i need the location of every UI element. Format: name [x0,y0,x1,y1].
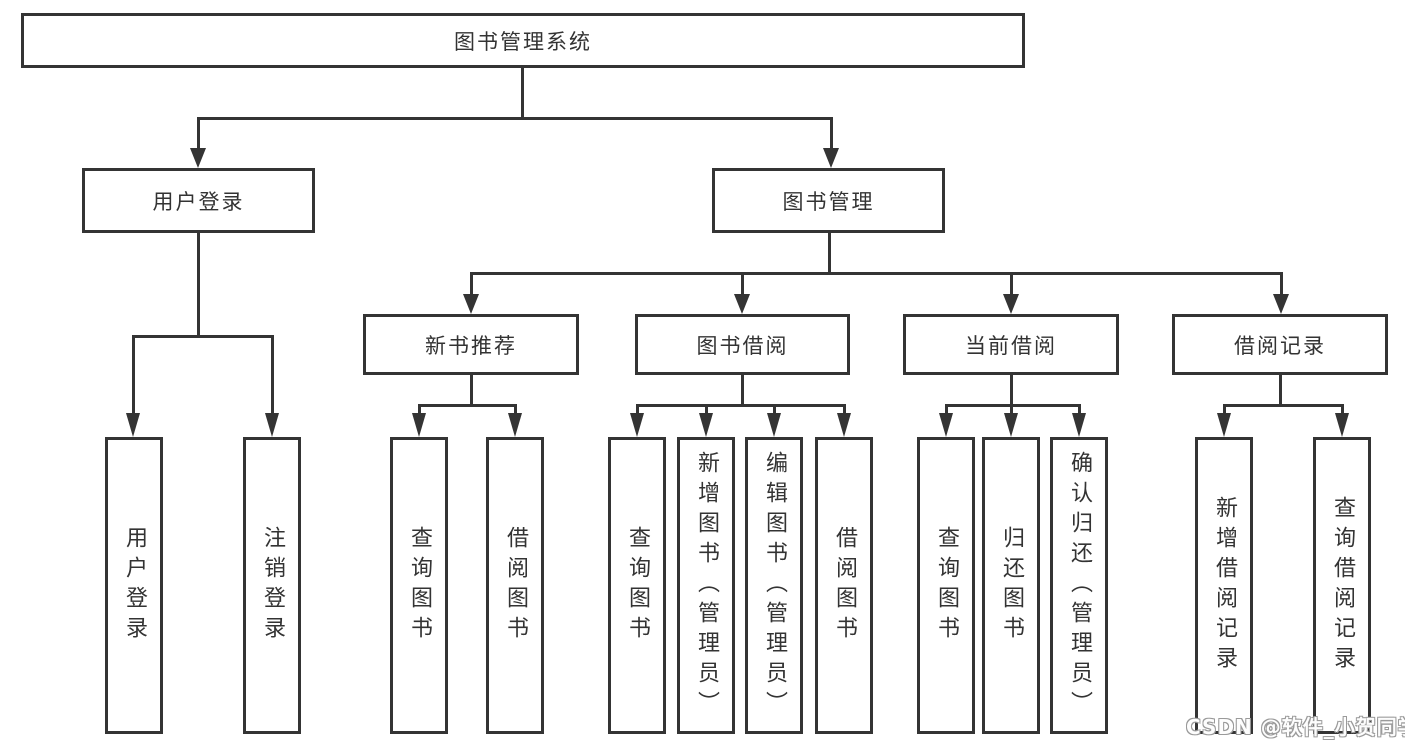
node-user-login: 用户登录 [82,168,315,233]
arrowhead-login-leaf1 [126,413,140,437]
connector-book-mgmt-drop [830,117,833,151]
connector-current-borrow-drop [1010,272,1013,298]
node-new-books: 新书推荐 [363,314,579,375]
leaf-bb-add-books-admin: 新增图书（管理员） [677,437,735,734]
leaf-bb-add-books-admin-label: 新增图书（管理员） [694,450,719,721]
leaf-br-query-record: 查询借阅记录 [1313,437,1371,734]
connector-cb-leaf3-drop [1078,404,1081,416]
leaf-cb-return-books: 归还图书 [982,437,1040,734]
arrowhead-book-borrow [734,294,750,314]
connector-nb-leaf2-drop [514,404,517,416]
arrowhead-user-login [190,148,206,168]
leaf-nb-borrow-books-label: 借阅图书 [503,525,528,646]
node-borrow-records: 借阅记录 [1172,314,1388,375]
leaf-bb-borrow-books-label: 借阅图书 [832,525,857,646]
connector-nb-leaf1-drop [418,404,421,416]
connector-login-leaf1-drop [132,335,135,415]
leaf-bb-edit-books-admin-label: 编辑图书（管理员） [762,450,787,721]
node-book-mgmt-label: 图书管理 [782,189,875,214]
connector-book-borrow-drop [741,272,744,298]
node-root-label: 图书管理系统 [454,29,592,54]
leaf-bb-edit-books-admin: 编辑图书（管理员） [745,437,803,734]
connector-new-books-drop [470,272,473,298]
arrowhead-br-leaf2 [1335,413,1349,437]
node-new-books-label: 新书推荐 [425,333,517,358]
leaf-nb-query-books: 查询图书 [390,437,448,734]
arrowhead-borrow-records [1273,294,1289,314]
connector-book-borrow-stem [741,375,744,406]
leaf-bb-query-books: 查询图书 [608,437,666,734]
connector-new-books-stem [470,375,473,406]
leaf-logout-label: 注销登录 [260,525,285,646]
leaf-br-add-record-label: 新增借阅记录 [1212,495,1237,676]
node-current-borrow-label: 当前借阅 [965,333,1057,358]
connector-bb-leaf3-drop [773,404,776,416]
connector-user-login-stem [197,233,200,337]
connector-new-books-group-horizontal [418,404,517,407]
node-current-borrow: 当前借阅 [903,314,1119,375]
connector-user-login-horizontal [132,335,274,338]
connector-br-leaf1-drop [1223,404,1226,416]
arrowhead-nb-leaf2 [508,413,522,437]
arrowhead-bb-leaf3 [767,413,781,437]
node-book-borrow-label: 图书借阅 [696,333,789,358]
connector-book-mgmt-stem [828,233,831,274]
arrowhead-br-leaf1 [1217,413,1231,437]
leaf-logout: 注销登录 [243,437,301,734]
leaf-br-query-record-label: 查询借阅记录 [1330,495,1355,676]
connector-book-mgmt-horizontal [470,272,1283,275]
arrowhead-bb-leaf1 [630,413,644,437]
leaf-br-add-record: 新增借阅记录 [1195,437,1253,734]
arrowhead-cb-leaf3 [1072,413,1086,437]
arrowhead-new-books [463,294,479,314]
arrowhead-nb-leaf1 [412,413,426,437]
connector-root-horizontal [197,117,833,120]
connector-br-leaf2-drop [1341,404,1344,416]
leaf-nb-query-books-label: 查询图书 [407,525,432,646]
leaf-user-login: 用户登录 [105,437,163,734]
leaf-cb-return-books-label: 归还图书 [999,525,1024,646]
arrowhead-cb-leaf1 [939,413,953,437]
leaf-cb-confirm-return-admin-label: 确认归还（管理员） [1067,450,1092,721]
leaf-nb-borrow-books: 借阅图书 [486,437,544,734]
node-root: 图书管理系统 [21,13,1025,68]
arrowhead-cb-leaf2 [1004,413,1018,437]
arrowhead-current-borrow [1003,294,1019,314]
arrowhead-bb-leaf4 [837,413,851,437]
connector-current-borrow-group-horizontal [945,404,1081,407]
connector-borrow-records-stem [1279,375,1282,406]
connector-cb-leaf1-drop [945,404,948,416]
connector-user-login-drop [197,117,200,151]
connector-current-borrow-stem [1010,375,1013,406]
leaf-cb-query-books: 查询图书 [917,437,975,734]
connector-borrow-records-group-horizontal [1223,404,1344,407]
csdn-watermark: CSDN @软件_小贺同学 [1186,715,1405,739]
connector-book-borrow-group-horizontal [636,404,846,407]
connector-bb-leaf2-drop [705,404,708,416]
leaf-cb-query-books-label: 查询图书 [934,525,959,646]
connector-bb-leaf4-drop [843,404,846,416]
leaf-bb-borrow-books: 借阅图书 [815,437,873,734]
leaf-user-login-label: 用户登录 [122,525,147,646]
connector-cb-leaf2-drop [1010,404,1013,416]
arrowhead-login-leaf2 [265,413,279,437]
leaf-cb-confirm-return-admin: 确认归还（管理员） [1050,437,1108,734]
node-borrow-records-label: 借阅记录 [1234,333,1326,358]
arrowhead-book-mgmt [823,148,839,168]
arrowhead-bb-leaf2 [699,413,713,437]
connector-root-stem [521,68,524,120]
node-book-borrow: 图书借阅 [635,314,850,375]
node-user-login-label: 用户登录 [152,189,245,214]
leaf-bb-query-books-label: 查询图书 [625,525,650,646]
node-book-mgmt: 图书管理 [712,168,945,233]
connector-login-leaf2-drop [271,335,274,415]
connector-bb-leaf1-drop [636,404,639,416]
connector-borrow-records-drop [1280,272,1283,298]
